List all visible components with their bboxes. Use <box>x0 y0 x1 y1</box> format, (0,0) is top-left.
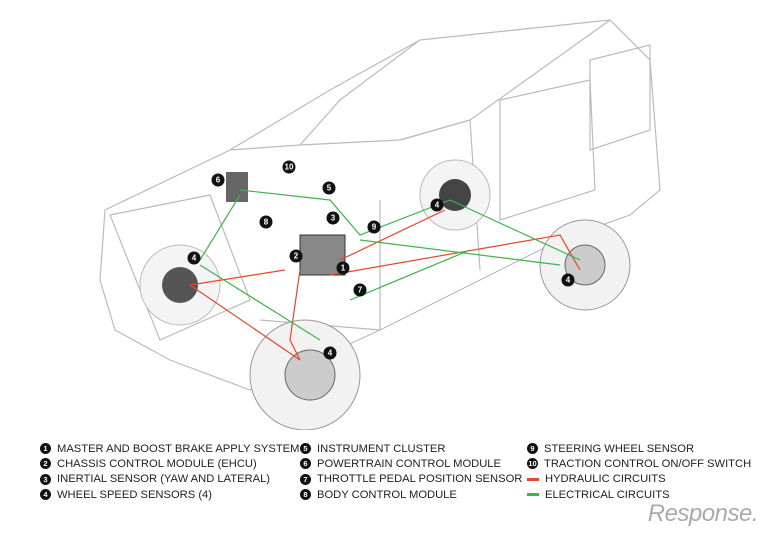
number-badge: 6 <box>300 458 311 470</box>
number-badge: 8 <box>300 489 311 501</box>
legend-item: ELECTRICAL CIRCUITS <box>527 487 751 502</box>
wheels <box>139 159 631 430</box>
callout-marker: 4 <box>323 346 337 360</box>
hydraulic-circuits <box>189 209 581 361</box>
legend-item: 9 STEERING WHEEL SENSOR <box>527 441 751 456</box>
vehicle-illustration <box>99 19 661 430</box>
callout-marker: 2 <box>289 249 303 263</box>
number-badge: 7 <box>300 473 311 485</box>
number-badge: 1 <box>40 443 51 455</box>
legend-item: 2 CHASSIS CONTROL MODULE (EHCU) <box>40 456 299 471</box>
legend-label: MASTER AND BOOST BRAKE APPLY SYSTEM <box>57 442 300 455</box>
legend-column-3: 9 STEERING WHEEL SENSOR 10 TRACTION CONTROL… <box>527 441 751 502</box>
legend-label: ELECTRICAL CIRCUITS <box>545 488 670 501</box>
callout-marker: 4 <box>561 273 575 287</box>
callout-marker: 1 <box>336 261 350 275</box>
callout-marker: 6 <box>211 173 225 187</box>
legend-label: STEERING WHEEL SENSOR <box>544 442 695 455</box>
electrical-swatch <box>527 493 539 497</box>
callout-marker: 8 <box>259 215 273 229</box>
legend-column-1: 1 MASTER AND BOOST BRAKE APPLY SYSTEM 2 CHA… <box>40 441 299 502</box>
number-badge: 5 <box>300 443 311 455</box>
legend-label: THROTTLE PEDAL POSITION SENSOR <box>317 473 523 486</box>
legend-item: 7 THROTTLE PEDAL POSITION SENSOR <box>300 472 522 487</box>
legend-item: 1 MASTER AND BOOST BRAKE APPLY SYSTEM <box>40 441 299 456</box>
legend-label: POWERTRAIN CONTROL MODULE <box>317 457 501 470</box>
legend-item: 3 INERTIAL SENSOR (YAW AND LATERAL) <box>40 472 299 487</box>
number-badge: 3 <box>40 473 51 485</box>
hydraulic-swatch <box>527 477 539 481</box>
callout-marker: 7 <box>353 283 367 297</box>
legend-label: WHEEL SPEED SENSORS (4) <box>57 488 213 501</box>
response-logo: Response. <box>647 500 759 527</box>
legend-label: TRACTION CONTROL ON/OFF SWITCH <box>544 457 752 470</box>
legend-item: 5 INSTRUMENT CLUSTER <box>300 441 522 456</box>
vehicle-body <box>99 19 661 391</box>
number-badge: 9 <box>527 443 538 455</box>
legend-column-2: 5 INSTRUMENT CLUSTER 6 POWERTRAIN CONTROL M… <box>300 441 522 502</box>
callout-marker: 4 <box>430 198 444 212</box>
number-badge: 4 <box>40 489 51 501</box>
legend-item: 4 WHEEL SPEED SENSORS (4) <box>40 487 299 502</box>
legend-label: INSTRUMENT CLUSTER <box>317 442 446 455</box>
legend-item: HYDRAULIC CIRCUITS <box>527 472 751 487</box>
callout-marker: 10 <box>282 160 296 174</box>
legend-item: 6 POWERTRAIN CONTROL MODULE <box>300 456 522 471</box>
legend-item: 8 BODY CONTROL MODULE <box>300 487 522 502</box>
number-badge: 2 <box>40 458 51 470</box>
legend-label: CHASSIS CONTROL MODULE (EHCU) <box>57 457 257 470</box>
legend-item: 10 TRACTION CONTROL ON/OFF SWITCH <box>527 456 751 471</box>
brake-module <box>299 234 346 276</box>
powertrain-module <box>226 172 248 202</box>
number-badge: 10 <box>527 458 538 470</box>
legend-label: HYDRAULIC CIRCUITS <box>545 473 666 486</box>
callout-marker: 5 <box>322 181 336 195</box>
legend-label: BODY CONTROL MODULE <box>317 488 457 501</box>
electrical-circuits <box>199 189 581 341</box>
callout-marker: 4 <box>187 251 201 265</box>
legend-label: INERTIAL SENSOR (YAW AND LATERAL) <box>57 473 271 486</box>
callout-marker: 9 <box>367 220 381 234</box>
callout-marker: 3 <box>326 211 340 225</box>
